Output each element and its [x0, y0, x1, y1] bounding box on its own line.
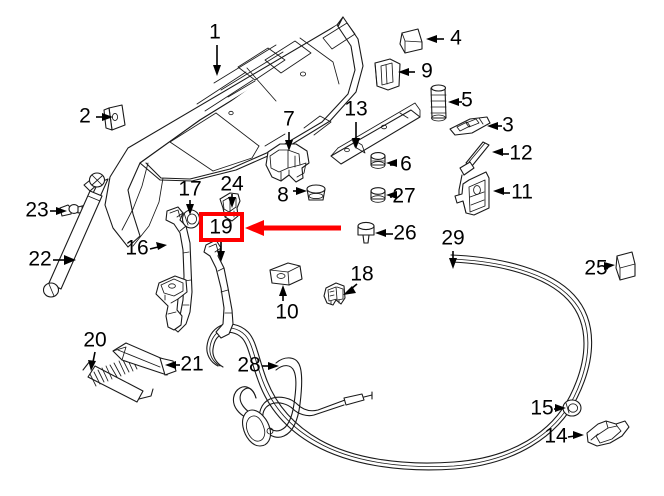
callout-8: 8 — [277, 184, 289, 207]
part-grommet-plug-large — [370, 152, 386, 169]
callout-12: 12 — [509, 142, 532, 165]
part-reinforcement-rail — [330, 102, 421, 165]
part-end-cap-trim — [399, 28, 423, 54]
callout-18: 18 — [350, 263, 373, 286]
callout-23: 23 — [25, 199, 48, 222]
part-cap-disc-plug — [370, 187, 386, 203]
highlight-box-19 — [199, 212, 244, 242]
callout-15: 15 — [530, 397, 553, 420]
part-license-lamp-housing — [449, 116, 491, 136]
highlight-arrow-head — [245, 220, 264, 236]
part-hinge-arm-lower-left — [155, 275, 188, 331]
callout-21: 21 — [180, 353, 203, 376]
part-striker-wedge-bracket — [586, 420, 630, 447]
part-trunk-lock-latch — [265, 143, 310, 183]
part-spring-rod-link — [112, 342, 177, 376]
callout-1: 1 — [209, 21, 221, 44]
callout-5: 5 — [461, 89, 473, 112]
part-trunk-lid-panel — [104, 16, 364, 248]
callout-7: 7 — [283, 108, 295, 131]
callout-16: 16 — [125, 237, 148, 260]
part-rubber-stop-block — [615, 251, 636, 281]
callout-14: 14 — [544, 425, 568, 448]
callout-6: 6 — [400, 153, 412, 176]
callout-9: 9 — [421, 60, 433, 83]
part-release-cable-assembly — [232, 357, 373, 447]
callout-26: 26 — [393, 222, 416, 245]
callout-10: 10 — [275, 301, 298, 324]
callout-3: 3 — [502, 114, 514, 137]
callout-20: 20 — [83, 329, 106, 352]
callout-17: 17 — [178, 178, 201, 201]
callout-24: 24 — [220, 173, 244, 196]
callout-29: 29 — [441, 227, 464, 250]
part-trunk-handle-switch — [454, 171, 490, 216]
part-gas-strut-support — [42, 172, 109, 298]
callout-28: 28 — [237, 354, 260, 377]
part-bumper-stop-block — [103, 104, 126, 131]
callout-22: 22 — [28, 248, 51, 271]
part-retainer-clip — [374, 58, 401, 91]
callout-27: 27 — [392, 185, 415, 208]
callout-13: 13 — [344, 98, 367, 121]
part-grommet-plug-small — [306, 184, 326, 201]
part-lock-actuator-clip — [323, 282, 346, 306]
highlight-annotation: 19 — [199, 212, 341, 242]
callout-25: 25 — [584, 257, 607, 280]
callout-11: 11 — [511, 181, 533, 204]
callout-leader-lines — [50, 35, 615, 439]
callout-4: 4 — [450, 27, 462, 50]
callout-2: 2 — [79, 105, 91, 128]
part-grommet-plug-stem — [357, 221, 375, 244]
part-hinge-bracket-mount — [269, 262, 303, 286]
callout-19: 19 — [209, 216, 232, 239]
callout-numbers: 1 2 3 4 5 6 7 8 9 10 11 12 13 14 15 16 1… — [25, 21, 607, 448]
part-rubber-bump-stop — [430, 84, 447, 122]
part-pivot-bushing — [181, 209, 201, 229]
